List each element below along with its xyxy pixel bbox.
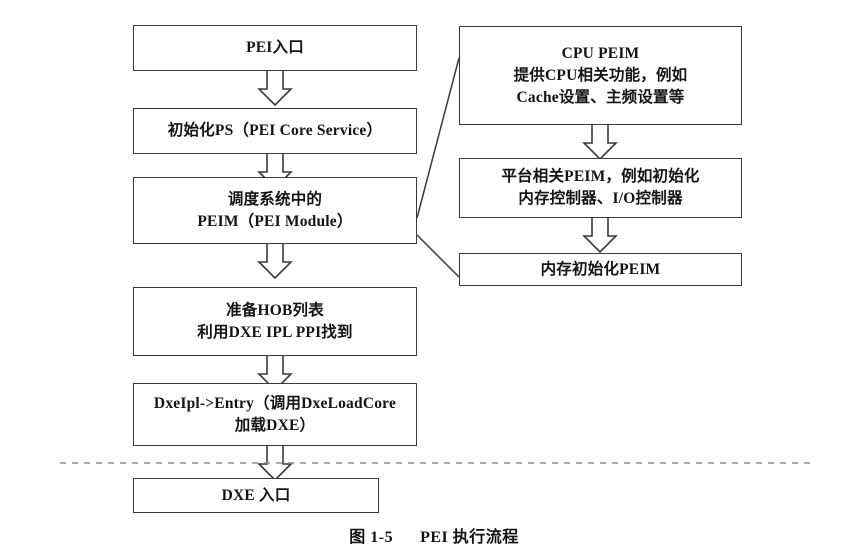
connector-peim-to-cpu-peim	[416, 57, 460, 219]
figure-caption-title: PEI 执行流程	[420, 529, 519, 546]
node-cpu-peim[interactable]: CPU PEIM 提供CPU相关功能，例如 Cache设置、主频设置等	[459, 26, 742, 125]
node-peim[interactable]: 调度系统中的 PEIM（PEI Module）	[133, 177, 417, 244]
node-pei-entry-line-1: PEI入口	[246, 39, 304, 56]
arrow-pei-entry-to-init-ps	[258, 70, 292, 106]
node-hob-list-line-2: 利用DXE IPL PPI找到	[197, 323, 353, 341]
node-cpu-peim-line-3: Cache设置、主频设置等	[516, 88, 685, 106]
node-pei-entry[interactable]: PEI入口	[133, 25, 417, 71]
node-memory-init-peim[interactable]: 内存初始化PEIM	[459, 253, 742, 286]
figure-caption-label: 图 1-5	[349, 529, 394, 546]
node-hob-list-line-1: 准备HOB列表	[226, 301, 324, 319]
node-cpu-peim-line-1: CPU PEIM	[561, 44, 640, 62]
node-peim-line-2: PEIM（PEI Module）	[197, 212, 353, 230]
node-dxeipl-entry-line-2: 加载DXE）	[234, 416, 316, 434]
arrow-cpu-peim-to-plat-peim	[583, 124, 617, 160]
connector-peim-to-mem-peim	[416, 234, 460, 278]
node-init-ps[interactable]: 初始化PS（PEI Core Service）	[133, 108, 417, 154]
node-init-ps-line-1: 初始化PS（PEI Core Service）	[167, 122, 383, 139]
node-platform-peim-line-2: 内存控制器、I/O控制器	[518, 190, 683, 207]
node-peim-line-1: 调度系统中的	[227, 190, 323, 208]
arrow-peim-to-hob	[258, 243, 292, 279]
node-cpu-peim-line-2: 提供CPU相关功能，例如	[513, 66, 688, 84]
node-dxeipl-entry[interactable]: DxeIpl->Entry（调用DxeLoadCore 加载DXE）	[133, 383, 417, 446]
node-dxeipl-entry-line-1: DxeIpl->Entry（调用DxeLoadCore	[153, 394, 397, 412]
node-platform-peim-line-1: 平台相关PEIM，例如初始化	[501, 168, 700, 185]
node-hob-list[interactable]: 准备HOB列表 利用DXE IPL PPI找到	[133, 287, 417, 356]
node-platform-peim[interactable]: 平台相关PEIM，例如初始化 内存控制器、I/O控制器	[459, 158, 742, 218]
figure-caption: 图 1-5 PEI 执行流程	[0, 523, 868, 547]
node-memory-init-peim-line-1: 内存初始化PEIM	[540, 260, 661, 278]
node-dxe-entry[interactable]: DXE 入口	[133, 478, 379, 513]
arrow-dxeipl-to-dxe-entry	[258, 445, 292, 481]
arrow-plat-peim-to-mem-peim	[583, 217, 617, 253]
node-dxe-entry-line-1: DXE 入口	[221, 486, 291, 504]
